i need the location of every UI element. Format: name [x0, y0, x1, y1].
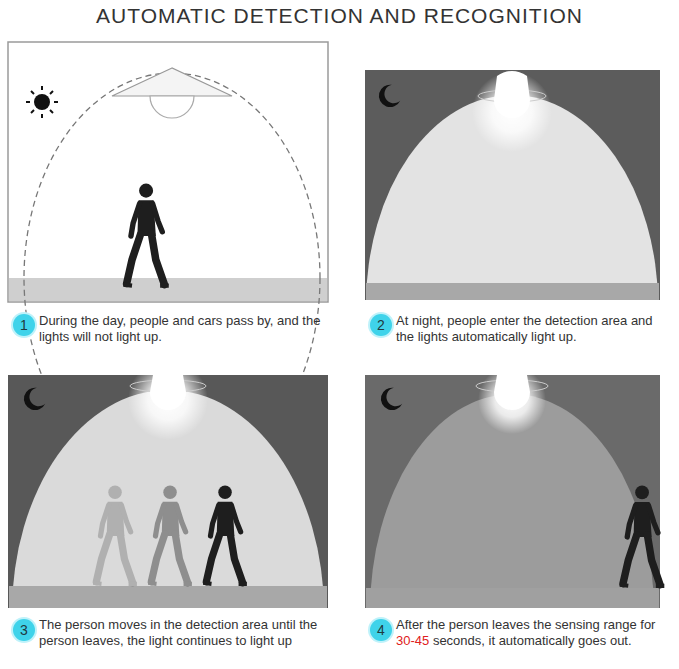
step-number: 3 [20, 622, 28, 638]
illustration-part [12, 375, 324, 608]
illustration-part [494, 71, 530, 118]
illustration-part [128, 375, 208, 440]
illustration-part [366, 72, 658, 300]
illustration-part [366, 283, 659, 300]
illustration-part [478, 375, 546, 434]
illustration-part [112, 68, 232, 96]
illustration-part [379, 85, 400, 107]
caption-text: 30-45 [396, 633, 429, 648]
illustration-part [9, 586, 327, 608]
illustration-part [150, 96, 194, 118]
illustration-part [148, 486, 192, 584]
night-leave-panel [365, 366, 664, 669]
illustration-part [31, 110, 34, 113]
illustration-part [24, 388, 45, 410]
caption-text: seconds, it automatically goes out. [433, 633, 632, 648]
illustration-part [93, 486, 137, 584]
illustration-part [494, 375, 530, 410]
callout-number: 3 [13, 619, 35, 641]
title: AUTOMATIC DETECTION AND RECOGNITION [0, 4, 679, 28]
callout-number: 1 [13, 314, 35, 336]
caption: At night, people enter the detection are… [396, 313, 672, 345]
step-number: 1 [20, 317, 28, 333]
illustration-part [366, 588, 659, 608]
illustration-part [9, 278, 327, 301]
caption: The person moves in the detection area u… [39, 617, 335, 649]
illustration-part [8, 42, 328, 302]
step-number: 2 [377, 317, 385, 333]
illustration-part [381, 388, 402, 410]
illustration-part [26, 101, 30, 103]
callout-number: 4 [370, 619, 392, 641]
illustration-part [472, 72, 552, 152]
illustration-part [34, 94, 50, 110]
illustration-part [54, 101, 58, 103]
illustration-part [41, 86, 43, 90]
illustration-part [26, 86, 58, 118]
illustration-part [370, 375, 654, 608]
illustration-part [123, 184, 168, 286]
illustration-part [203, 486, 247, 584]
caption: After the person leaves the sensing rang… [396, 617, 672, 649]
illustration-part [41, 114, 43, 118]
illustration-part [620, 486, 665, 586]
caption-text: During the day, people and cars pass by,… [39, 313, 320, 344]
caption: During the day, people and cars pass by,… [39, 313, 331, 345]
step-number: 4 [377, 622, 385, 638]
illustration-part [150, 375, 186, 410]
caption-text: After the person leaves the sensing rang… [396, 617, 655, 632]
callout-number: 2 [370, 314, 392, 336]
caption-text: At night, people enter the detection are… [396, 313, 653, 344]
illustration-part [50, 110, 53, 113]
illustration-part [31, 91, 34, 94]
caption-text: The person moves in the detection area u… [39, 617, 317, 648]
night-move-panel [8, 360, 328, 669]
illustration-part [50, 91, 53, 94]
